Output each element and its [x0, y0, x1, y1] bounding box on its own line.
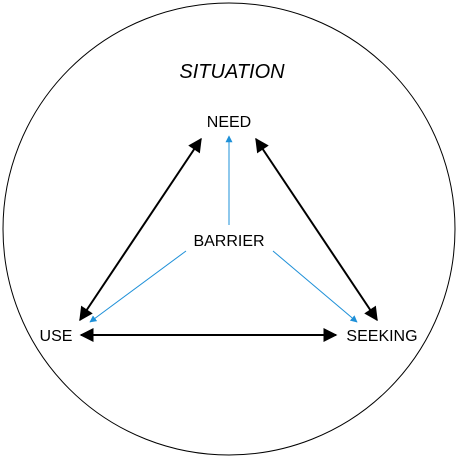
situation-boundary: [2, 2, 456, 456]
node-use: USE: [40, 328, 73, 345]
node-seeking: SEEKING: [346, 328, 417, 345]
diagram-title: SITUATION: [179, 61, 285, 83]
edge-need-seeking: [255, 137, 378, 322]
edge-need-use: [79, 137, 202, 322]
node-barrier: BARRIER: [193, 233, 264, 250]
node-need: NEED: [207, 114, 251, 131]
edge-barrier-use: [89, 250, 187, 323]
edge-barrier-seeking: [272, 250, 358, 323]
